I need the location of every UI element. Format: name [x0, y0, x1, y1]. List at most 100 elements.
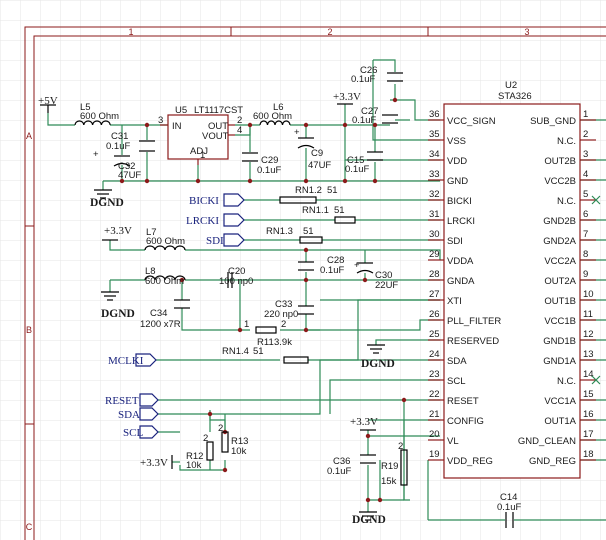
u2-pin-32-number: 32 [429, 189, 440, 200]
c32-plus: + [93, 149, 99, 160]
u2-pin-18-name: GND_REG [529, 456, 576, 467]
resistor-r19[interactable]: 2 R19 15k [381, 441, 408, 487]
net-port-sda[interactable]: SDA [118, 407, 159, 421]
c32-ref: C32 [118, 161, 135, 172]
resistor-r13[interactable]: 2 R13 10k [218, 423, 248, 457]
u2-pin-28-name: GNDA [447, 276, 475, 287]
capacitor-c33[interactable]: C33 220 np0 [264, 299, 314, 320]
c34-ref: C34 [150, 308, 167, 319]
frame-row-b: B [26, 325, 32, 335]
c20-val: 100 np0 [219, 276, 253, 287]
u2-pin-6-name: GND2B [543, 216, 576, 227]
u2-pin-36-number: 36 [429, 109, 440, 120]
net-port-lrcki[interactable]: LRCKI [186, 213, 245, 227]
ground-label-4: DGND [352, 514, 386, 526]
u2-pin-25-name: RESERVED [447, 336, 499, 347]
u2-pin-2-name: N.C. [557, 136, 576, 147]
capacitor-c30[interactable]: + C30 22UF [354, 260, 398, 291]
u2-pin-14-name: N.C. [557, 376, 576, 387]
net-port-sdi[interactable]: SDI [206, 233, 245, 247]
rn14-val: 51 [253, 346, 264, 357]
resistor-r12[interactable]: 2 R12 10k [186, 433, 214, 471]
ic-u5[interactable]: U5 LT1117CST IN OUT VOUT ADJ 3 2 4 1 [158, 105, 243, 165]
l8-val: 600 Ohm [145, 276, 184, 287]
u2-left-pins: 36VCC_SIGN35VSS34VDD33GND32BICKI31LRCKI3… [428, 109, 501, 467]
capacitor-c29[interactable]: C29 0.1uF [242, 152, 281, 176]
rn14-ref: RN1.4 [222, 346, 249, 357]
u2-pin-7-name: GND2A [543, 236, 576, 247]
resistor-rn11[interactable]: RN1.1 51 [302, 205, 356, 224]
u2-pin-6-number: 6 [583, 209, 588, 220]
ground-symbol-3: DGND [361, 344, 395, 370]
net-port-scl[interactable]: SCL [123, 425, 159, 439]
u2-pin-21-name: CONFIG [447, 416, 484, 427]
capacitor-c36[interactable]: C36 0.1uF [327, 454, 376, 477]
inductor-l7[interactable]: L7 600 Ohm [144, 227, 186, 251]
capacitor-c27[interactable]: C27 0.1uF [352, 106, 398, 126]
c27-val: 0.1uF [352, 115, 376, 126]
c30-ref: C30 [375, 270, 392, 281]
capacitor-c26[interactable]: C26 0.1uF [351, 65, 403, 85]
net-label-reset: RESET [105, 395, 139, 407]
u2-pin-18-number: 18 [583, 449, 594, 460]
c34-val: 1200 x7R [140, 319, 181, 330]
capacitor-c32[interactable]: + C32 47UF [93, 149, 141, 181]
frame-col-1: 1 [128, 27, 133, 37]
frame-col-3: 3 [524, 27, 529, 37]
drawing-frame: 1 2 3 A B C [24, 26, 606, 540]
u5-num-out: 2 [237, 115, 242, 126]
r11-pin1: 1 [244, 319, 249, 330]
resistor-rn13[interactable]: RN1.3 51 [266, 226, 323, 244]
net-label-lrcki: LRCKI [186, 215, 219, 227]
net-port-reset[interactable]: RESET [105, 393, 159, 407]
capacitor-c34[interactable]: C34 1200 x7R [140, 299, 190, 330]
u2-pin-35-number: 35 [429, 129, 440, 140]
r19-ref: R19 [381, 461, 398, 472]
net-port-bicki[interactable]: BICKI [189, 193, 245, 207]
u2-pin-32-name: BICKI [447, 196, 472, 207]
c27-ref: C27 [361, 106, 378, 117]
capacitor-c31[interactable]: C31 0.1uF [106, 131, 155, 152]
net-port-mclki[interactable]: MCLKI [108, 353, 157, 367]
capacitor-c15[interactable]: C15 0.1uF [345, 151, 383, 175]
u2-pin-34-name: VDD [447, 156, 467, 167]
resistor-r11[interactable]: 1 2 R11 3.9k [244, 319, 292, 348]
c31-val: 0.1uF [106, 141, 130, 152]
capacitor-c9[interactable]: + C9 47UF [294, 127, 331, 171]
u2-part: STA326 [498, 91, 532, 102]
u2-pin-31-number: 31 [429, 209, 440, 220]
u2-right-pins: 1SUB_GND2N.C.3OUT2B4VCC2B5N.C.6GND2B7GND… [518, 109, 596, 467]
inductor-l8[interactable]: L8 600 Ohm [144, 266, 186, 287]
power-33v-top-label: +3.3V [333, 91, 361, 103]
r13-ref: R13 [231, 436, 248, 447]
u2-pin-15-number: 15 [583, 389, 594, 400]
r12-ref: R12 [186, 451, 203, 462]
resistor-rn12[interactable]: RN1.2 51 [279, 185, 338, 204]
r13-pin2: 2 [218, 423, 223, 434]
l8-ref: L8 [145, 266, 156, 277]
c28-val: 0.1uF [320, 265, 344, 276]
c33-val: 220 np0 [264, 309, 298, 320]
capacitor-c14[interactable]: C14 0.1uF [497, 492, 521, 528]
c14-ref: C14 [500, 492, 517, 503]
frame-row-a: A [26, 131, 32, 141]
u2-pin-28-number: 28 [429, 269, 440, 280]
u2-pin-26-name: PLL_FILTER [447, 316, 501, 327]
u2-pin-5-number: 5 [583, 189, 588, 200]
c36-ref: C36 [333, 456, 350, 467]
u2-pin-4-number: 4 [583, 169, 588, 180]
c9-plus: + [294, 127, 300, 138]
ic-u2[interactable]: U2 STA326 36VCC_SIGN35VSS34VDD33GND32BIC… [428, 80, 596, 479]
u2-pin-24-name: SDA [447, 356, 467, 367]
capacitor-c28[interactable]: C28 0.1uF [298, 255, 344, 276]
u2-pin-11-number: 11 [583, 309, 593, 320]
inductor-l5[interactable]: L5 600 Ohm [74, 102, 119, 126]
u2-pin-1-number: 1 [583, 109, 588, 120]
u2-pin-21-number: 21 [429, 409, 440, 420]
ground-symbol-4: DGND [352, 511, 386, 526]
capacitor-c20[interactable]: C20 100 np0 [219, 266, 253, 288]
power-33v-vl-symbol: +3.3V [350, 416, 378, 431]
u2-ref: U2 [505, 80, 517, 91]
resistor-rn14[interactable]: RN1.4 51 [222, 346, 309, 364]
inductor-l6[interactable]: L6 600 Ohm [253, 102, 292, 126]
